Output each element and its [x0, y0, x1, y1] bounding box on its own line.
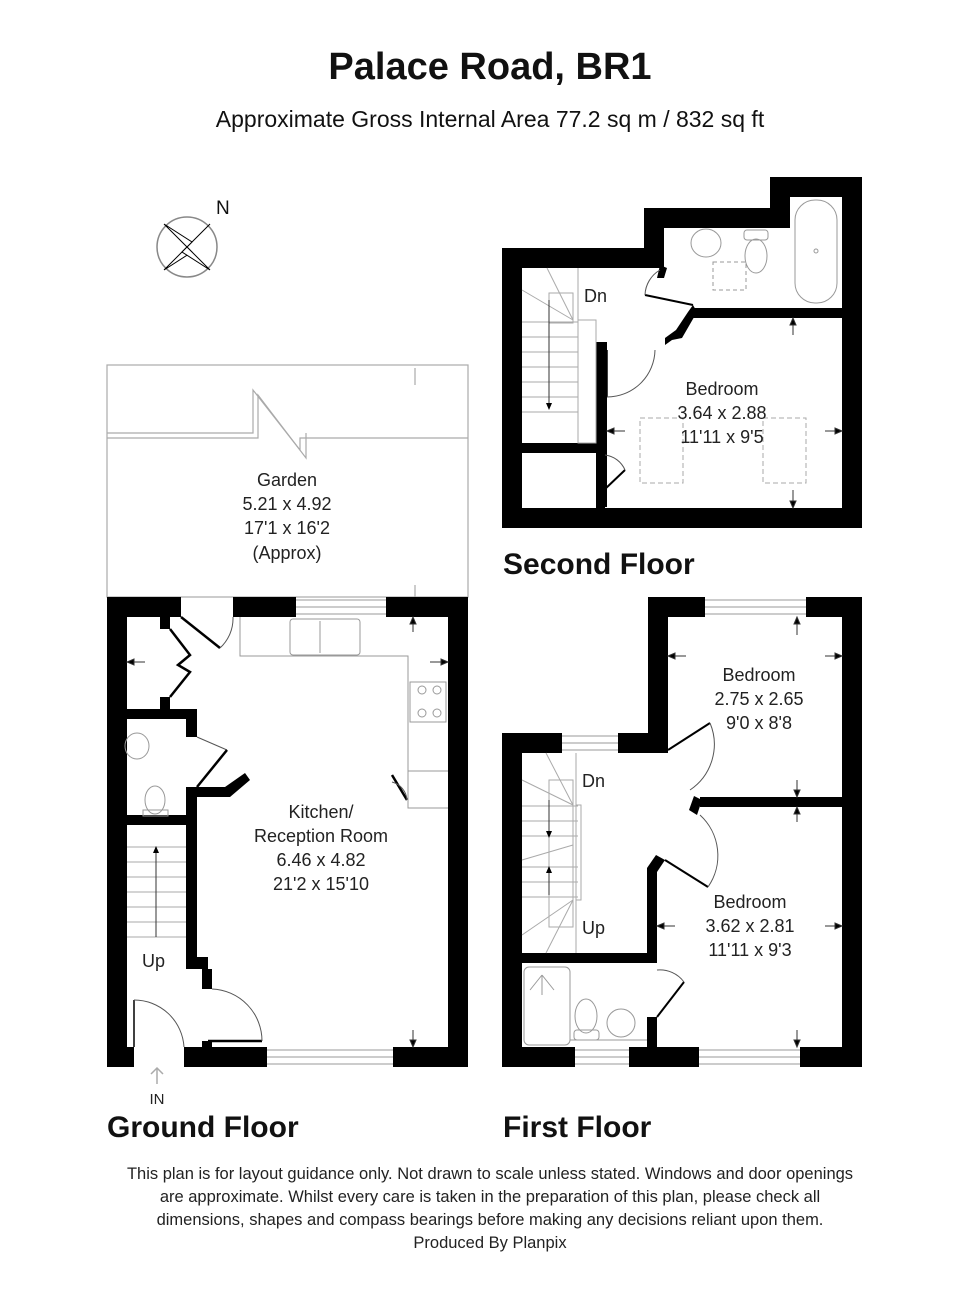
disclaimer-line-3: dimensions, shapes and compass bearings …	[156, 1211, 824, 1229]
second-floor-doors	[603, 269, 694, 491]
svg-text:3.62 x 2.81: 3.62 x 2.81	[705, 916, 794, 936]
compass-north-label: N	[216, 198, 230, 219]
first-bathroom-fixtures	[523, 966, 647, 1046]
ground-floor-windows	[267, 599, 393, 1065]
first-dimension-arrows	[655, 615, 844, 1049]
svg-text:17'1 x 16'2: 17'1 x 16'2	[244, 518, 330, 538]
compass-rose-icon	[156, 216, 218, 278]
svg-text:6.46 x 4.82: 6.46 x 4.82	[276, 850, 365, 870]
producer-credit: Produced By Planpix	[413, 1234, 567, 1252]
svg-text:5.21 x 4.92: 5.21 x 4.92	[242, 494, 331, 514]
svg-text:9'0 x 8'8: 9'0 x 8'8	[726, 713, 792, 733]
garden-label: Garden 5.21 x 4.92 17'1 x 16'2 (Approx)	[242, 470, 331, 563]
first-stairs-up-label: Up	[582, 918, 605, 938]
kitchen-units	[239, 617, 448, 809]
ground-floor-walls	[107, 597, 468, 1067]
second-floor-walls	[502, 177, 862, 528]
svg-text:Reception Room: Reception Room	[254, 826, 388, 846]
first-bedroom-1-label: Bedroom 2.75 x 2.65 9'0 x 8'8	[714, 665, 803, 733]
second-bathroom-fixtures	[690, 199, 838, 304]
ground-floor-label: Ground Floor	[107, 1111, 299, 1144]
svg-text:(Approx): (Approx)	[252, 543, 321, 563]
second-skylights	[639, 417, 807, 484]
ground-floor-doors	[133, 616, 409, 1048]
second-dimension-arrows	[605, 316, 844, 510]
svg-text:Kitchen/: Kitchen/	[288, 802, 353, 822]
kitchen-label: Kitchen/ Reception Room 6.46 x 4.82 21'2…	[254, 802, 388, 894]
second-stairs-down-label: Dn	[584, 286, 607, 306]
second-floor-label: Second Floor	[503, 548, 695, 581]
entrance-label: IN	[150, 1091, 165, 1108]
ground-dimension-arrows	[125, 615, 450, 1049]
first-floor-doors	[656, 722, 719, 1018]
svg-text:Bedroom: Bedroom	[713, 892, 786, 912]
first-floor-windows	[562, 599, 806, 1065]
svg-text:Bedroom: Bedroom	[722, 665, 795, 685]
first-floor-label: First Floor	[503, 1111, 652, 1144]
svg-text:2.75 x 2.65: 2.75 x 2.65	[714, 689, 803, 709]
entrance-arrow-icon	[150, 1066, 164, 1084]
svg-text:Garden: Garden	[257, 470, 317, 490]
first-floor-walls	[502, 597, 862, 1067]
first-stairs-down-label: Dn	[582, 771, 605, 791]
disclaimer: This plan is for layout guidance only. N…	[40, 1163, 940, 1255]
ground-stairs	[127, 846, 186, 938]
first-bedroom-2-label: Bedroom 3.62 x 2.81 11'11 x 9'3	[705, 892, 794, 960]
second-bedroom-label: Bedroom 3.64 x 2.88 11'11 x 9'5	[677, 379, 766, 447]
first-stairs	[521, 752, 582, 954]
ground-stairs-up-label: Up	[142, 951, 165, 971]
svg-text:3.64 x 2.88: 3.64 x 2.88	[677, 403, 766, 423]
ground-wc-fixtures	[124, 732, 169, 817]
svg-text:Bedroom: Bedroom	[685, 379, 758, 399]
gross-area: Approximate Gross Internal Area 77.2 sq …	[215, 106, 765, 132]
svg-text:11'11 x 9'3: 11'11 x 9'3	[708, 940, 791, 960]
svg-text:21'2 x 15'10: 21'2 x 15'10	[273, 874, 369, 894]
disclaimer-line-1: This plan is for layout guidance only. N…	[126, 1165, 854, 1183]
plan-title: Palace Road, BR1	[328, 46, 652, 88]
second-stairs	[521, 267, 597, 444]
svg-text:11'11 x 9'5: 11'11 x 9'5	[680, 427, 763, 447]
disclaimer-line-2: are approximate. Whilst every care is ta…	[159, 1188, 821, 1206]
